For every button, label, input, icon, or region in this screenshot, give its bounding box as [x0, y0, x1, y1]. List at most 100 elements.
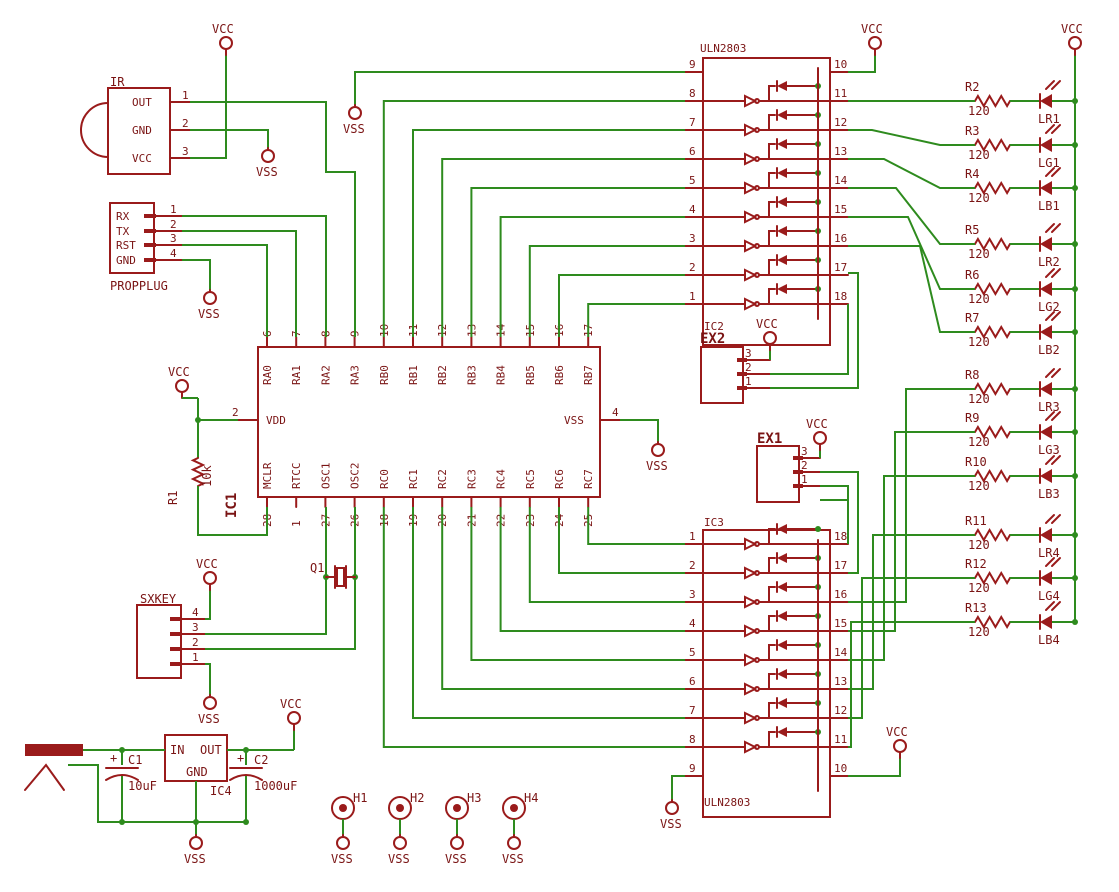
wire	[848, 158, 975, 189]
uln-pin-number: 8	[689, 733, 696, 746]
ir-dome	[80, 102, 109, 158]
uln-buffer	[744, 682, 758, 696]
wire	[792, 304, 849, 375]
ic1-pin-name: RC1	[407, 469, 420, 489]
ex2-pin-number: 2	[745, 361, 752, 374]
vss-label: VSS	[184, 852, 206, 866]
propplug-label: PROPPLUG	[110, 279, 168, 293]
vss-symbol	[348, 106, 362, 120]
ic1-pin-name: RTCC	[290, 463, 303, 490]
resistor	[974, 528, 1011, 542]
vss-symbol	[261, 149, 275, 163]
resistor	[974, 571, 1011, 585]
hole-label: H2	[410, 791, 424, 805]
uln-bot-name: ULN2803	[704, 796, 750, 809]
wire	[205, 590, 211, 620]
resistor-name: R2	[965, 80, 979, 94]
resistor	[974, 382, 1011, 396]
wire	[354, 71, 685, 105]
wire	[412, 129, 685, 337]
uln-pin-number: 11	[834, 733, 847, 746]
regulator-gnd: GND	[186, 765, 208, 779]
uln-pin-number: 17	[834, 261, 847, 274]
vcc-symbol	[893, 739, 907, 753]
ic1-body	[257, 346, 601, 498]
led-body	[1040, 382, 1052, 396]
led-body	[1040, 615, 1052, 629]
vss-symbol	[189, 836, 203, 850]
resistor-name: R11	[965, 514, 987, 528]
resistor-value: 120	[968, 479, 990, 493]
resistor-value: 120	[968, 148, 990, 162]
diode-body	[777, 698, 787, 708]
diode-body	[777, 582, 787, 592]
uln-diode	[776, 167, 787, 179]
uln-diode	[776, 109, 787, 121]
wire	[182, 230, 297, 337]
sxkey-pin-number: 1	[192, 651, 199, 664]
wire	[848, 129, 975, 146]
ic1-pin-name: RB3	[465, 365, 478, 385]
uln-diode	[776, 196, 787, 208]
vss-label: VSS	[502, 852, 524, 866]
vcc-symbol	[287, 711, 301, 725]
uln-pin-number: 4	[689, 617, 696, 630]
resistor	[974, 181, 1011, 195]
uln-pin-number: 3	[689, 588, 696, 601]
led-arrow	[1051, 311, 1061, 321]
uln-buffer	[744, 210, 758, 224]
vss-label: VSS	[660, 817, 682, 831]
led-label: LB3	[1038, 487, 1060, 501]
led-arrow	[1045, 80, 1055, 90]
uln-pin-number: 5	[689, 174, 696, 187]
ic1-pin-name: RB5	[524, 365, 537, 385]
uln-output	[758, 528, 776, 545]
resistor	[974, 138, 1011, 152]
vcc-label: VCC	[1061, 22, 1083, 36]
diode-body	[777, 727, 787, 737]
resistor-value: 120	[968, 104, 990, 118]
led-arrow	[1051, 167, 1061, 177]
wire	[848, 431, 975, 632]
ic1-pin-name: RA0	[261, 365, 274, 385]
uln-output	[758, 172, 776, 189]
ex1-pin	[793, 470, 803, 474]
wire	[848, 187, 975, 245]
wire	[671, 775, 685, 800]
c1-pol: +	[110, 751, 117, 765]
uln-pin-number: 7	[689, 116, 696, 129]
vss-label: VSS	[388, 852, 410, 866]
uln-output	[758, 259, 776, 276]
wire	[470, 507, 685, 661]
ic1-pin-name: MCLR	[261, 462, 274, 489]
ic1-pin-name: RC5	[524, 469, 537, 489]
wire	[412, 507, 685, 719]
uln-pin-number: 10	[834, 762, 847, 775]
led-label: LR2	[1038, 255, 1060, 269]
led-body	[1040, 528, 1052, 542]
uln-diode	[776, 283, 787, 295]
sxkey-label: SXKEY	[140, 592, 177, 606]
propplug-pin-name: RST	[116, 239, 136, 252]
ir-pin-name: GND	[132, 124, 152, 137]
vcc-label: VCC	[196, 557, 218, 571]
sxkey-pin	[170, 647, 182, 651]
vss-label: VSS	[646, 459, 668, 473]
wire	[441, 158, 685, 337]
resistor-name: R7	[965, 311, 979, 325]
ic1-pin-name: VSS	[564, 414, 584, 427]
vcc-symbol	[813, 431, 827, 445]
vcc-label: VCC	[861, 22, 883, 36]
led-arrow	[1045, 557, 1055, 567]
diode-body	[777, 168, 787, 178]
vss-symbol	[203, 696, 217, 710]
ex1-body	[756, 445, 800, 503]
uln-pin-number: 1	[689, 290, 696, 303]
diode-body	[777, 110, 787, 120]
resistor-name: R13	[965, 601, 987, 615]
uln-pin-number: 9	[689, 762, 696, 775]
sxkey-pin-number: 4	[192, 606, 199, 619]
ic1-pin-name: OSC2	[349, 463, 362, 490]
ex1-pin	[793, 484, 803, 488]
uln-pin-number: 8	[689, 87, 696, 100]
